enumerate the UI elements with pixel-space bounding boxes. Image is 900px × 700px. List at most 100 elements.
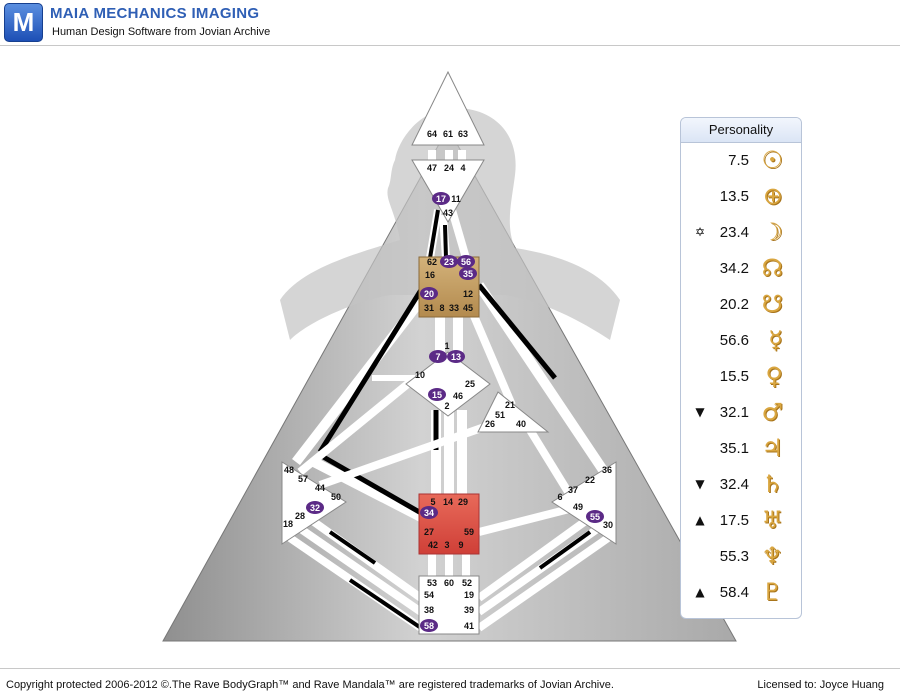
gate-5[interactable]: 5 (430, 497, 435, 507)
gate-10[interactable]: 10 (415, 370, 425, 380)
gate-label: 26 (485, 419, 495, 429)
gate-4[interactable]: 4 (460, 163, 465, 173)
gate-56[interactable]: 56 (457, 255, 475, 268)
planet-row[interactable]: ✡23.4☽ (681, 218, 801, 250)
gate-11[interactable]: 11 (451, 194, 461, 204)
gate-31[interactable]: 31 (424, 303, 434, 313)
gate-32[interactable]: 32 (306, 501, 324, 514)
gate-39[interactable]: 39 (464, 605, 474, 615)
planet-row[interactable]: ▼32.4♄ (681, 470, 801, 502)
gate-label: 37 (568, 485, 578, 495)
gate-47[interactable]: 47 (427, 163, 437, 173)
gate-21[interactable]: 21 (505, 400, 515, 410)
gate-55[interactable]: 55 (586, 510, 604, 523)
saturn-icon: ♄ (761, 470, 783, 498)
gate-43[interactable]: 43 (443, 208, 453, 218)
gate-28[interactable]: 28 (295, 511, 305, 521)
gate-33[interactable]: 33 (449, 303, 459, 313)
planet-row[interactable]: 55.3♆ (681, 542, 801, 574)
planet-row[interactable]: 35.1♃ (681, 434, 801, 466)
planet-row[interactable]: 56.6☿ (681, 326, 801, 358)
gate-label: 22 (585, 475, 595, 485)
gate-30[interactable]: 30 (603, 520, 613, 530)
gate-17[interactable]: 17 (432, 192, 450, 205)
gate-label: 60 (444, 578, 454, 588)
gate-23[interactable]: 23 (440, 255, 458, 268)
activated-gate-marker (586, 510, 604, 523)
gate-22[interactable]: 22 (585, 475, 595, 485)
gate-64[interactable]: 64 (427, 129, 437, 139)
activated-gate-marker (447, 350, 465, 363)
gate-53[interactable]: 53 (427, 578, 437, 588)
gate-6[interactable]: 6 (557, 492, 562, 502)
planet-row[interactable]: 34.2☊ (681, 254, 801, 286)
gate-label: 29 (458, 497, 468, 507)
gate-line-value: 15.5 (719, 368, 749, 385)
planet-row[interactable]: 20.2☋ (681, 290, 801, 322)
gate-29[interactable]: 29 (458, 497, 468, 507)
planet-row[interactable]: ▼32.1♂ (681, 398, 801, 430)
gate-36[interactable]: 36 (602, 465, 612, 475)
gate-3[interactable]: 3 (444, 540, 449, 550)
gate-label: 20 (424, 289, 434, 299)
gate-25[interactable]: 25 (465, 379, 475, 389)
gate-59[interactable]: 59 (464, 527, 474, 537)
gate-9[interactable]: 9 (458, 540, 463, 550)
gate-19[interactable]: 19 (464, 590, 474, 600)
planet-row[interactable]: 13.5⊕ (681, 182, 801, 214)
planet-row[interactable]: ▲17.5♅ (681, 506, 801, 538)
gate-61[interactable]: 61 (443, 129, 453, 139)
gate-26[interactable]: 26 (485, 419, 495, 429)
gate-38[interactable]: 38 (424, 605, 434, 615)
gate-57[interactable]: 57 (298, 474, 308, 484)
gate-42[interactable]: 42 (428, 540, 438, 550)
gate-24[interactable]: 24 (444, 163, 454, 173)
gate-20[interactable]: 20 (420, 287, 438, 300)
gate-58[interactable]: 58 (420, 619, 438, 632)
gate-34[interactable]: 34 (420, 506, 438, 519)
gate-62[interactable]: 62 (427, 257, 437, 267)
activated-gate-marker (432, 192, 450, 205)
gate-63[interactable]: 63 (458, 129, 468, 139)
mars-icon: ♂ (761, 398, 783, 426)
personality-title: Personality (681, 118, 801, 143)
gate-7[interactable]: 7 (429, 350, 447, 363)
gate-48[interactable]: 48 (284, 465, 294, 475)
gate-54[interactable]: 54 (424, 590, 434, 600)
activated-gate-marker (428, 388, 446, 401)
planet-row[interactable]: 15.5♀ (681, 362, 801, 394)
gate-14[interactable]: 14 (443, 497, 453, 507)
gate-49[interactable]: 49 (573, 502, 583, 512)
gate-40[interactable]: 40 (516, 419, 526, 429)
app-header: M MAIA MECHANICS IMAGING Human Design So… (0, 0, 900, 46)
planet-row[interactable]: ▲58.4♇ (681, 578, 801, 610)
gate-37[interactable]: 37 (568, 485, 578, 495)
gate-18[interactable]: 18 (283, 519, 293, 529)
gate-label: 63 (458, 129, 468, 139)
gate-41[interactable]: 41 (464, 621, 474, 631)
gate-label: 45 (463, 303, 473, 313)
license-text: Licensed to: Joyce Huang (757, 679, 884, 691)
gate-1[interactable]: 1 (444, 341, 449, 351)
gate-51[interactable]: 51 (495, 410, 505, 420)
gate-35[interactable]: 35 (459, 267, 477, 280)
gate-label: 7 (435, 352, 440, 362)
gate-2[interactable]: 2 (444, 401, 449, 411)
gate-60[interactable]: 60 (444, 578, 454, 588)
gate-label: 56 (461, 257, 471, 267)
gate-15[interactable]: 15 (428, 388, 446, 401)
gate-52[interactable]: 52 (462, 578, 472, 588)
gate-line-value: 35.1 (719, 440, 749, 457)
gate-44[interactable]: 44 (315, 483, 325, 493)
gate-label: 48 (284, 465, 294, 475)
gate-13[interactable]: 13 (447, 350, 465, 363)
gate-45[interactable]: 45 (463, 303, 473, 313)
gate-27[interactable]: 27 (424, 527, 434, 537)
planet-row[interactable]: 7.5☉ (681, 146, 801, 178)
gate-16[interactable]: 16 (425, 270, 435, 280)
gate-46[interactable]: 46 (453, 391, 463, 401)
gate-12[interactable]: 12 (463, 289, 473, 299)
gate-8[interactable]: 8 (439, 303, 444, 313)
gate-50[interactable]: 50 (331, 492, 341, 502)
